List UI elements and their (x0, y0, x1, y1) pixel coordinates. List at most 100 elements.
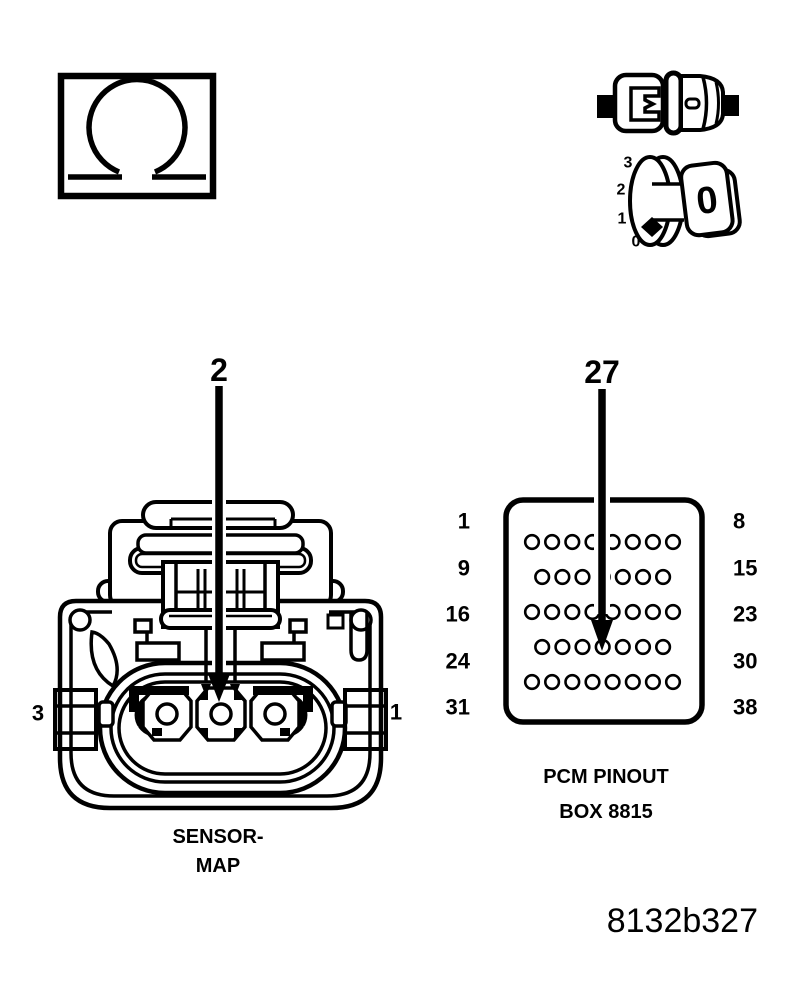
figure-id: 8132b327 (607, 902, 758, 940)
pcm-pin (574, 568, 591, 586)
pcm-pin (554, 568, 571, 586)
pcm-row-label: 16 (446, 602, 470, 627)
pcm-row-label: 8 (733, 509, 745, 534)
pcm-pin (543, 533, 561, 551)
pcm-pin (664, 533, 682, 551)
shelf-block-right (260, 641, 306, 662)
pcm-pin (543, 603, 561, 621)
pcm-row-labels-left: 1 9 16 24 31 (446, 509, 471, 720)
pcm-pin (644, 533, 662, 551)
pcm-pin (664, 603, 682, 621)
pcm-caption-line1: PCM PINOUT (543, 766, 669, 788)
pcm-pin (564, 603, 581, 621)
pcm-pin (574, 638, 591, 656)
shoulder-hole-left (68, 608, 92, 632)
male-terminal-fork-icon (629, 86, 661, 122)
rib-foot-left (133, 618, 153, 634)
terminal-pin-1 (249, 686, 314, 742)
pcm-row-label: 1 (458, 509, 470, 534)
latch-detail-right (349, 612, 369, 662)
female-connector-step-line (701, 76, 709, 130)
pcm-pin (614, 638, 631, 656)
pcm-pin (564, 673, 581, 691)
pcm-pin (543, 673, 561, 691)
pcm-pin (534, 568, 551, 586)
pcm-row-labels-right: 8 15 23 30 38 (733, 509, 757, 720)
pcm-pin (534, 638, 551, 656)
key-head: 0 (679, 160, 742, 239)
terminal-cavity (209, 702, 233, 726)
key-position-display: 0 (694, 179, 720, 223)
disconnected-connector-icon (597, 70, 739, 136)
terminal-pin-3 (128, 686, 193, 742)
pcm-pin (624, 603, 641, 621)
pcm-pin (624, 673, 641, 691)
pcm-row-label: 38 (733, 695, 757, 720)
key-head-front (679, 160, 735, 238)
pcm-pin (624, 533, 641, 551)
terminal-cavity (155, 702, 179, 726)
map-pin-label-left: 3 (32, 701, 44, 726)
pcm-pin-grid (523, 533, 682, 691)
pcm-pin (654, 638, 672, 656)
pcm-pinout: 27 1 9 16 24 31 8 15 23 30 38 PCM PINOUT… (446, 354, 758, 823)
terminal-pin-2 (195, 686, 247, 742)
pcm-pin (604, 673, 621, 691)
map-caption-line2: MAP (196, 855, 240, 877)
pcm-pin (644, 673, 662, 691)
pcm-row-label: 15 (733, 556, 757, 581)
arrow-head (208, 674, 230, 702)
callout-2-label: 2 (210, 352, 228, 388)
dial-link-lines (652, 182, 684, 222)
rib-foot-right (288, 618, 308, 634)
callout-2: 2 (208, 352, 230, 702)
pcm-caption-line2: BOX 8815 (559, 801, 652, 823)
female-connector-edge-line (714, 81, 720, 125)
map-caption-line1: SENSOR- (172, 826, 263, 848)
ignition-dial-icon: 0 3 2 1 0 (617, 155, 742, 251)
callout-27-label: 27 (584, 354, 620, 390)
latch-detail-left (89, 630, 119, 689)
dial-position-label: 2 (617, 182, 626, 199)
map-connector-drawing: 3 1 (32, 500, 402, 811)
oval-index-bump-left (97, 700, 115, 728)
callout-27: 27 (584, 354, 620, 651)
female-connector-ring (663, 70, 684, 136)
pcm-pin (664, 673, 682, 691)
wire-stub-right (722, 95, 739, 116)
pcm-pin (523, 533, 541, 551)
ohm-icon (68, 76, 206, 180)
pcm-pin (644, 603, 662, 621)
pcm-pin (614, 568, 631, 586)
center-prongs (204, 628, 237, 682)
pcm-pin (634, 568, 652, 586)
pcm-pin (554, 638, 571, 656)
pcm-row-label: 30 (733, 649, 757, 674)
pcm-row-label: 23 (733, 602, 757, 627)
side-tab-left (53, 688, 98, 751)
terminal-cavity (263, 702, 287, 726)
dial-position-label: 0 (632, 234, 641, 251)
side-tab-right (343, 688, 388, 751)
map-pin-label-right: 1 (390, 700, 402, 725)
dial-position-label: 1 (618, 211, 627, 228)
ohm-symbol-box (57, 72, 217, 200)
pcm-row-label: 31 (446, 695, 470, 720)
terminal-slot-icon (684, 97, 701, 110)
rib-box-mullions (196, 569, 246, 619)
pcm-pin (654, 568, 672, 586)
pcm-pin (523, 603, 541, 621)
pcm-pin (564, 533, 581, 551)
dial-pointer-diamond (641, 217, 663, 237)
shelf-block-left (135, 641, 181, 662)
arrow-head (591, 620, 613, 651)
wire-stub-left (597, 95, 617, 118)
pcm-pin (523, 673, 541, 691)
latch-tab-right (326, 613, 345, 630)
pcm-row-label: 9 (458, 556, 470, 581)
dial-position-label: 3 (624, 155, 633, 172)
pcm-pin (584, 673, 601, 691)
pcm-row-label: 24 (446, 649, 471, 674)
